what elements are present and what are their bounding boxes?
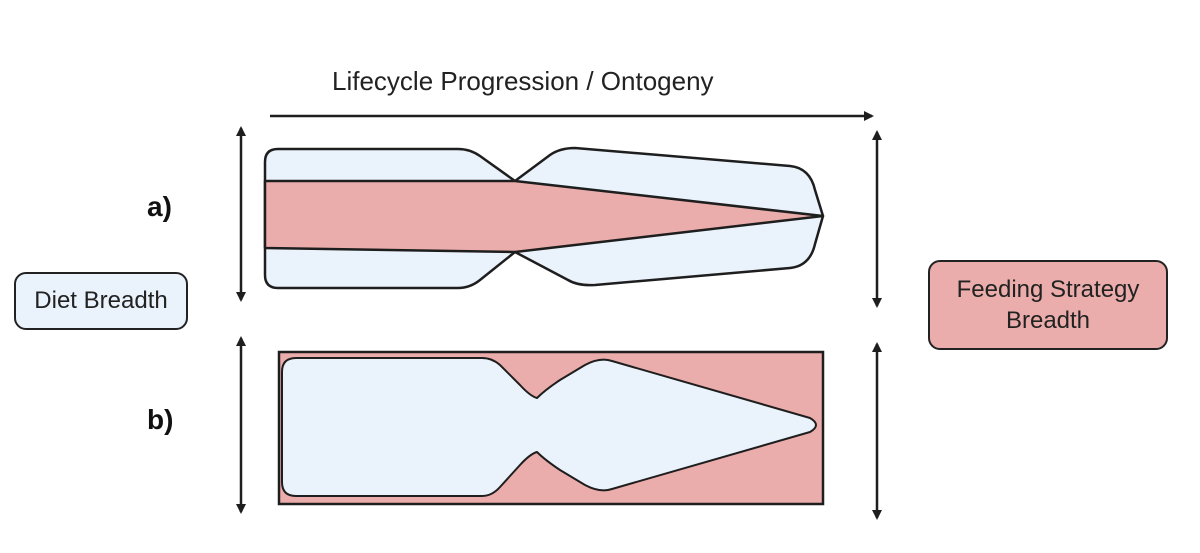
feeding-strategy-breadth-legend: Feeding Strategy Breadth	[928, 260, 1168, 350]
diet-breadth-legend: Diet Breadth	[14, 272, 188, 330]
panel-b-label: b)	[147, 404, 174, 435]
feeding-strategy-label-line1: Feeding Strategy	[956, 275, 1140, 303]
feeding-strategy-label-line2: Breadth	[1005, 307, 1091, 334]
panel-b-diet-shape	[281, 357, 817, 497]
feeding-strategy-label: Feeding Strategy Breadth	[957, 274, 1140, 336]
panel-a-label: a)	[147, 191, 172, 222]
diet-breadth-label: Diet Breadth	[34, 287, 168, 315]
diagram-title: Lifecycle Progression / Ontogeny	[332, 66, 714, 96]
panel-a-feeding-shape	[263, 179, 825, 254]
